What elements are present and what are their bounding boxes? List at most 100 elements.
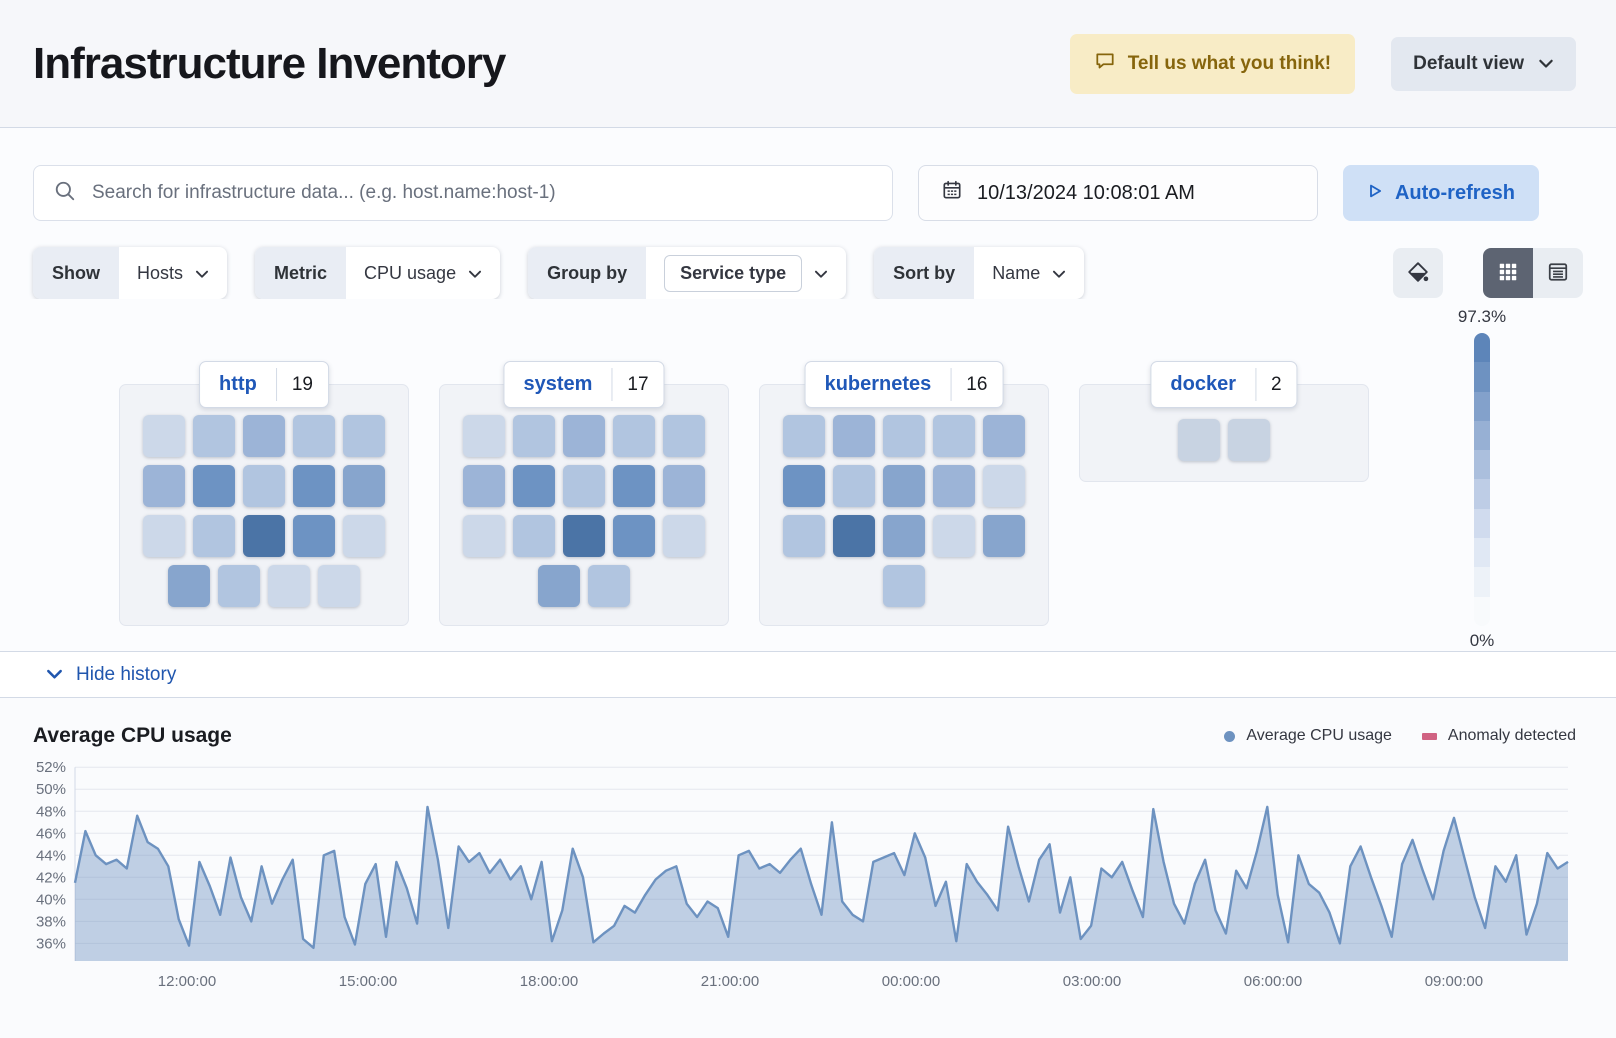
host-cell[interactable] bbox=[193, 415, 235, 457]
host-cell[interactable] bbox=[343, 465, 385, 507]
chevron-down-icon bbox=[468, 263, 482, 284]
show-filter[interactable]: Show Hosts bbox=[33, 247, 228, 299]
search-toolbar: 10/13/2024 10:08:01 AM Auto-refresh bbox=[0, 128, 1616, 221]
host-cell[interactable] bbox=[243, 415, 285, 457]
chevron-down-icon bbox=[814, 263, 828, 284]
host-cell[interactable] bbox=[663, 465, 705, 507]
host-cell[interactable] bbox=[883, 415, 925, 457]
group-by-filter-value[interactable]: Service type bbox=[664, 254, 803, 292]
paint-bucket-icon bbox=[1407, 261, 1429, 286]
host-cell[interactable] bbox=[293, 415, 335, 457]
host-cell[interactable] bbox=[538, 565, 580, 607]
date-picker-button[interactable]: 10/13/2024 10:08:01 AM bbox=[918, 165, 1318, 221]
page-title: Infrastructure Inventory bbox=[33, 38, 506, 88]
group-name-link[interactable]: http bbox=[219, 373, 257, 395]
host-cell[interactable] bbox=[343, 515, 385, 557]
host-cell[interactable] bbox=[663, 415, 705, 457]
host-cell[interactable] bbox=[983, 515, 1025, 557]
host-cell[interactable] bbox=[833, 465, 875, 507]
scale-gradient-bar bbox=[1474, 333, 1490, 626]
group-name-link[interactable]: system bbox=[523, 373, 593, 395]
host-cell[interactable] bbox=[663, 515, 705, 557]
speech-bubble-icon bbox=[1094, 50, 1116, 78]
metric-filter[interactable]: Metric CPU usage bbox=[255, 247, 501, 299]
host-cell[interactable] bbox=[318, 565, 360, 607]
host-cell[interactable] bbox=[343, 415, 385, 457]
host-cell[interactable] bbox=[268, 565, 310, 607]
host-cell[interactable] bbox=[933, 515, 975, 557]
host-cell[interactable] bbox=[783, 465, 825, 507]
host-cell[interactable] bbox=[783, 515, 825, 557]
host-cell[interactable] bbox=[783, 415, 825, 457]
auto-refresh-button[interactable]: Auto-refresh bbox=[1343, 165, 1539, 221]
host-cell[interactable] bbox=[883, 465, 925, 507]
chart-title: Average CPU usage bbox=[33, 724, 232, 747]
svg-text:03:00:00: 03:00:00 bbox=[1063, 973, 1121, 990]
host-cell[interactable] bbox=[933, 465, 975, 507]
host-cell[interactable] bbox=[613, 415, 655, 457]
host-cell[interactable] bbox=[143, 465, 185, 507]
host-cell[interactable] bbox=[463, 415, 505, 457]
host-cell[interactable] bbox=[883, 515, 925, 557]
group-name-link[interactable]: docker bbox=[1170, 373, 1237, 395]
chart-legend: Average CPU usage Anomaly detected bbox=[1224, 727, 1576, 745]
host-cell[interactable] bbox=[513, 515, 555, 557]
sort-by-filter[interactable]: Sort by Name bbox=[874, 247, 1085, 299]
host-cell[interactable] bbox=[833, 415, 875, 457]
search-box bbox=[33, 165, 893, 221]
host-cell[interactable] bbox=[983, 465, 1025, 507]
host-cell[interactable] bbox=[463, 515, 505, 557]
host-cell[interactable] bbox=[613, 465, 655, 507]
group-by-filter[interactable]: Group by Service type bbox=[528, 247, 847, 299]
host-cell[interactable] bbox=[513, 415, 555, 457]
host-cell[interactable] bbox=[293, 465, 335, 507]
host-cell[interactable] bbox=[243, 465, 285, 507]
host-cell[interactable] bbox=[143, 415, 185, 457]
svg-text:12:00:00: 12:00:00 bbox=[158, 973, 216, 990]
host-cell[interactable] bbox=[563, 465, 605, 507]
svg-text:36%: 36% bbox=[36, 935, 66, 952]
host-cell[interactable] bbox=[193, 515, 235, 557]
host-cell[interactable] bbox=[833, 515, 875, 557]
legend-anomaly-label: Anomaly detected bbox=[1447, 727, 1576, 744]
group-name-link[interactable]: kubernetes bbox=[824, 373, 932, 395]
host-cell[interactable] bbox=[588, 565, 630, 607]
metric-filter-label: Metric bbox=[255, 247, 347, 299]
chevron-down-icon bbox=[1538, 53, 1554, 75]
legend-avg-cpu-label: Average CPU usage bbox=[1246, 727, 1392, 744]
color-palette-button[interactable] bbox=[1393, 248, 1443, 298]
page-header: Infrastructure Inventory Tell us what yo… bbox=[0, 0, 1616, 128]
host-cell[interactable] bbox=[243, 515, 285, 557]
map-view-button[interactable] bbox=[1483, 248, 1533, 298]
host-cell[interactable] bbox=[983, 415, 1025, 457]
host-cell[interactable] bbox=[143, 515, 185, 557]
host-cell[interactable] bbox=[1178, 419, 1220, 461]
sort-by-filter-label: Sort by bbox=[874, 247, 975, 299]
host-cell[interactable] bbox=[218, 565, 260, 607]
table-view-button[interactable] bbox=[1533, 248, 1583, 298]
view-selector-button[interactable]: Default view bbox=[1391, 36, 1576, 91]
metric-filter-value: CPU usage bbox=[364, 262, 457, 283]
host-cell[interactable] bbox=[293, 515, 335, 557]
host-cell[interactable] bbox=[933, 415, 975, 457]
host-cell[interactable] bbox=[883, 565, 925, 607]
feedback-button[interactable]: Tell us what you think! bbox=[1069, 33, 1356, 94]
host-cell[interactable] bbox=[613, 515, 655, 557]
host-cell[interactable] bbox=[1228, 419, 1270, 461]
legend-rect-icon bbox=[1421, 732, 1437, 740]
host-cell[interactable] bbox=[168, 565, 210, 607]
host-cell[interactable] bbox=[193, 465, 235, 507]
host-cell[interactable] bbox=[513, 465, 555, 507]
host-cell[interactable] bbox=[563, 515, 605, 557]
host-cell[interactable] bbox=[563, 415, 605, 457]
view-selector-label: Default view bbox=[1413, 52, 1524, 74]
host-cell[interactable] bbox=[463, 465, 505, 507]
hide-history-button[interactable]: Hide history bbox=[46, 664, 176, 686]
search-input[interactable] bbox=[92, 182, 872, 204]
history-chart-section: Average CPU usage Average CPU usage Anom… bbox=[0, 697, 1616, 1038]
